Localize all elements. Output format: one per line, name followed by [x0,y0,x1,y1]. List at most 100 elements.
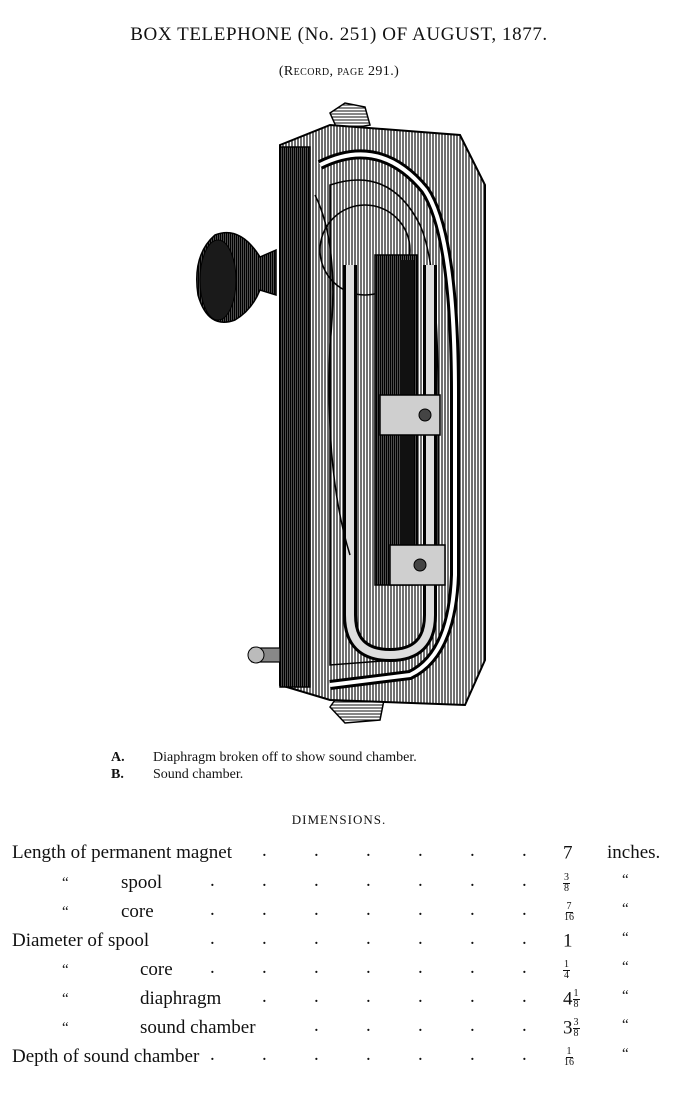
sound-chamber-highlight [319,152,457,687]
leader-dot: . [314,986,319,1007]
leader-dot: . [366,928,371,949]
ditto-mark: “ [62,991,69,1007]
leader-dot: . [366,986,371,1007]
legend-text: Diaphragm broken off to show sound chamb… [153,750,417,765]
subtitle-open-paren: ( [278,64,284,79]
leader-dot: . [314,870,319,891]
leader-dot: . [522,1044,527,1065]
leader-dot: . [210,870,215,891]
dimension-label: core [140,959,173,980]
legend-key: A. [111,750,125,765]
leader-dot: . [366,957,371,978]
ditto-mark: “ [62,875,69,891]
leader-dot: . [210,928,215,949]
figure-legend: A. Diaphragm broken off to show sound ch… [111,749,417,783]
leader-dot: . [470,1015,475,1036]
box-telephone-engraving-icon [196,102,486,724]
leader-dot: . [314,840,319,861]
mouthpiece-opening [199,239,237,321]
dimension-unit: “ [622,1046,629,1062]
leader-dot: . [366,1015,371,1036]
leader-dot: . [470,870,475,891]
leader-dot: . [210,1044,215,1065]
dimension-value: 7 [563,842,573,864]
leader-dot: . [366,870,371,891]
leader-dot: . [470,986,475,1007]
leader-dot: . [262,928,267,949]
leader-dot: . [522,870,527,891]
diaphragm-ring [319,204,411,296]
permanent-magnet-face [346,265,434,660]
leader-dot: . [262,986,267,1007]
leader-dot: . [262,957,267,978]
dimension-label: sound chamber [140,1017,256,1038]
leader-dot: . [418,840,423,861]
dimension-label: Diameter of spool [12,930,150,951]
dimension-unit: “ [622,872,629,888]
leader-dot: . [262,899,267,920]
ditto-mark: “ [62,904,69,920]
leader-dot: . [470,1044,475,1065]
leader-dot: . [418,928,423,949]
legend-text: Sound chamber. [153,767,244,782]
leader-dot: . [522,840,527,861]
leader-dot: . [470,928,475,949]
leader-dot: . [262,870,267,891]
dimension-value: 1 [563,930,573,952]
page-title: BOX TELEPHONE (No. 251) OF AUGUST, 1877. [130,24,548,45]
dimension-label: diaphragm [140,988,222,1009]
dimension-unit: “ [622,930,629,946]
subtitle-close-paren: ) [394,64,400,79]
dimension-unit: “ [622,1017,629,1033]
leader-dot: . [262,1044,267,1065]
leader-dot: . [522,899,527,920]
leader-dot: . [366,840,371,861]
leader-dot: . [366,1044,371,1065]
dimension-unit: “ [622,959,629,975]
leader-dot: . [418,957,423,978]
leader-dot: . [262,840,267,861]
leader-dot: . [210,957,215,978]
leader-dot: . [314,899,319,920]
leader-dot: . [366,899,371,920]
leader-dot: . [418,986,423,1007]
dimension-label: Length of permanent magnet [12,842,233,863]
leader-dot: . [418,870,423,891]
dimension-unit: inches. [607,842,661,863]
legend-item-b: B. Sound chamber. [111,766,417,783]
dimension-row: Length of permanent magnet 7 inches. ...… [0,840,678,872]
leader-dot: . [522,986,527,1007]
legend-key: B. [111,767,124,782]
dimensions-heading: DIMENSIONS. [291,812,387,827]
leader-dot: . [470,840,475,861]
leader-dot: . [314,1015,319,1036]
upper-clamp-screw-icon [418,408,432,422]
binding-post-knob-icon [247,646,265,664]
leader-dot: . [522,1015,527,1036]
leader-dot: . [210,899,215,920]
leader-dot: . [418,899,423,920]
leader-dot: . [470,957,475,978]
leader-dot: . [470,899,475,920]
dimension-row: Diameter of spool 1 “ ....... [0,928,678,960]
ditto-mark: “ [62,1020,69,1036]
leader-dot: . [314,957,319,978]
lower-clamp-screw-icon [413,558,427,572]
ditto-mark: “ [62,962,69,978]
leader-dot: . [522,957,527,978]
dimension-label: spool [121,872,163,893]
dimension-label: Depth of sound chamber [12,1046,200,1067]
dimension-label: core [121,901,154,922]
